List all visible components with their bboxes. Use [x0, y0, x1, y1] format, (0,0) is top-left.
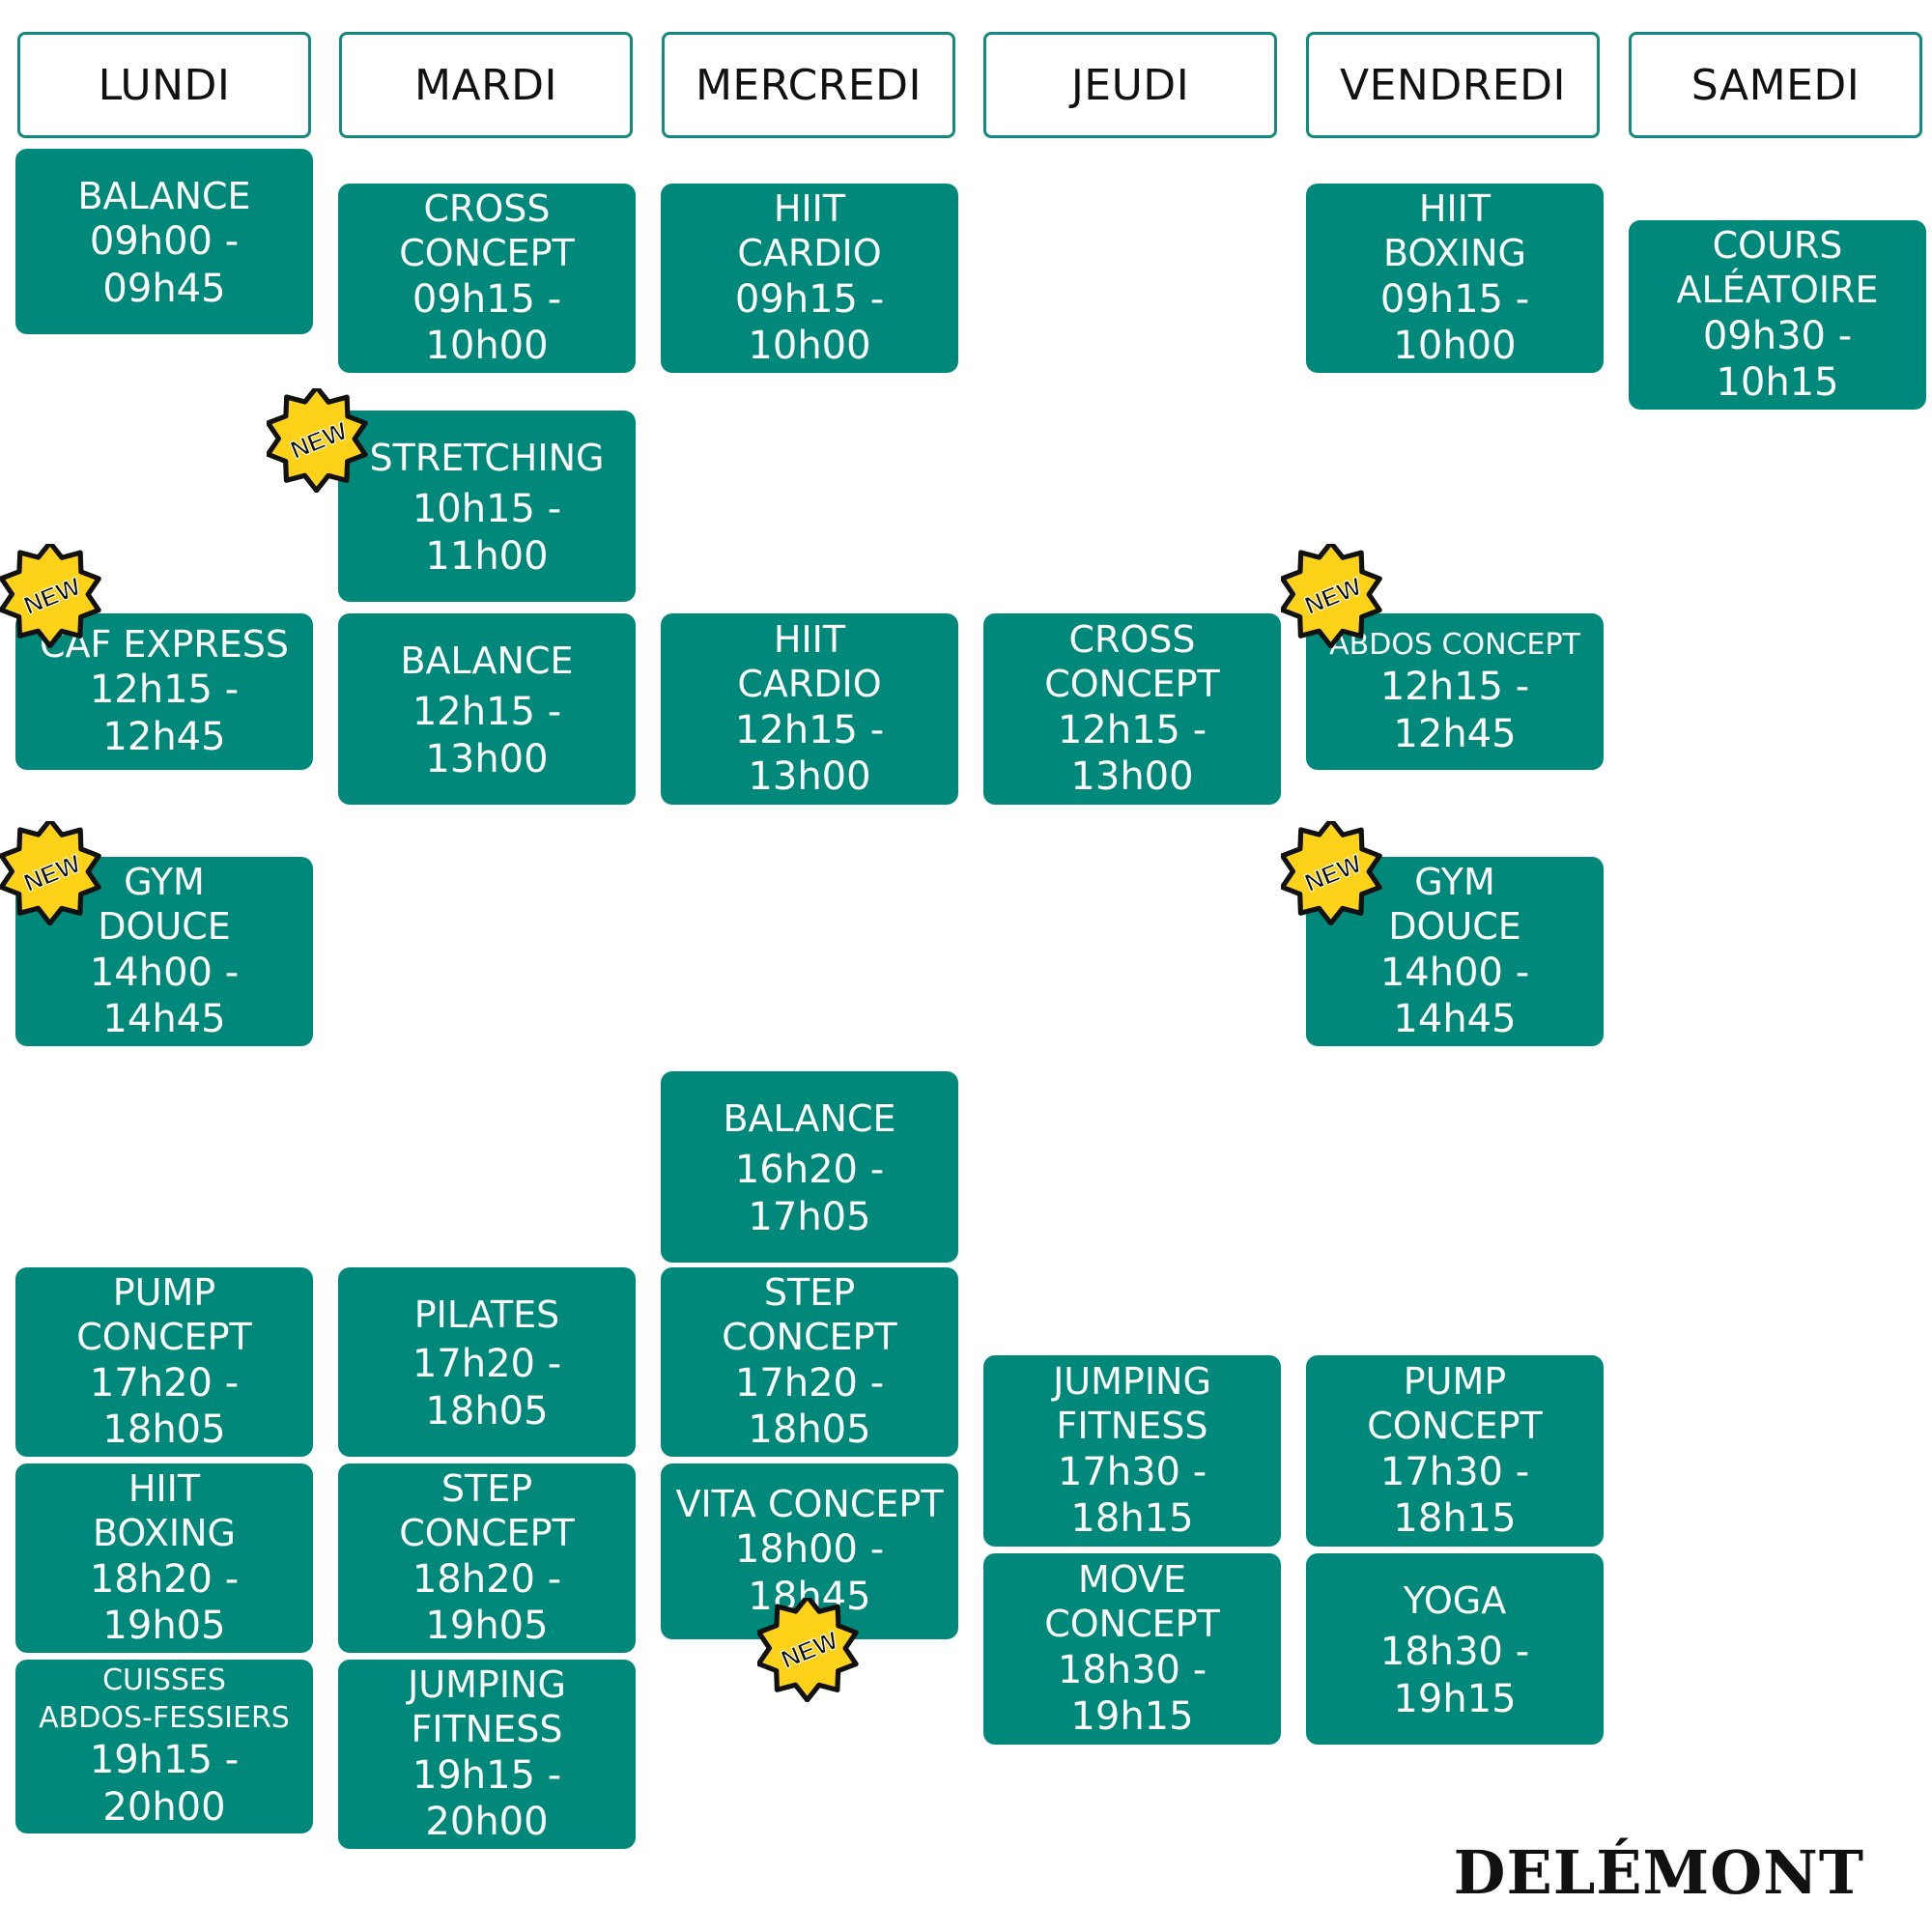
class-time: 17h30 - 18h15 — [1057, 1449, 1208, 1542]
class-name: JUMPING FITNESS — [408, 1662, 566, 1751]
class-name: STRETCHING — [369, 437, 605, 479]
class-time: 18h00 - 18h45 — [734, 1527, 885, 1619]
class-name: BALANCE — [723, 1097, 896, 1140]
class-name: GYM DOUCE — [98, 860, 231, 949]
class-name: JUMPING FITNESS — [1053, 1359, 1211, 1448]
class-card: HIIT BOXING 09h15 - 10h00 — [1306, 184, 1604, 373]
class-card: MOVE CONCEPT 18h30 - 19h15 — [983, 1553, 1281, 1745]
class-card: CAF EXPRESS 12h15 - 12h45 — [15, 613, 313, 770]
class-name: YOGA — [1403, 1579, 1507, 1622]
class-card: HIIT BOXING 18h20 - 19h05 — [15, 1463, 313, 1653]
class-card: JUMPING FITNESS 17h30 - 18h15 — [983, 1355, 1281, 1547]
new-badge-icon: NEW — [757, 1598, 862, 1702]
class-time: 12h15 - 12h45 — [89, 668, 240, 760]
class-name: PUMP CONCEPT — [1367, 1359, 1543, 1448]
class-name: HIIT BOXING — [93, 1466, 236, 1555]
class-name: GYM DOUCE — [1388, 860, 1521, 949]
class-time: 16h20 - 17h05 — [734, 1148, 885, 1240]
class-time: 09h15 - 10h00 — [1379, 276, 1530, 369]
class-card: PUMP CONCEPT 17h20 - 18h05 — [15, 1267, 313, 1457]
class-time: 14h00 - 14h45 — [89, 950, 240, 1042]
class-time: 12h15 - 13h00 — [734, 707, 885, 800]
class-time: 18h30 - 19h15 — [1057, 1647, 1208, 1740]
class-time: 09h15 - 10h00 — [412, 276, 562, 369]
class-card: COURS ALÉATOIRE 09h30 - 10h15 — [1629, 220, 1926, 410]
new-badge-icon: NEW — [1281, 544, 1385, 648]
class-time: 17h20 - 18h05 — [734, 1360, 885, 1453]
class-time: 12h15 - 12h45 — [1379, 664, 1530, 756]
class-name: BALANCE — [400, 639, 574, 682]
class-card: HIIT CARDIO 12h15 - 13h00 — [661, 613, 958, 805]
class-name: HIIT BOXING — [1383, 186, 1526, 275]
class-time: 10h15 - 11h00 — [412, 487, 562, 580]
class-card: ABDOS CONCEPT 12h15 - 12h45 — [1306, 613, 1604, 770]
class-card: PILATES 17h20 - 18h05 — [338, 1267, 636, 1457]
class-time: 18h30 - 19h15 — [1379, 1630, 1530, 1722]
class-name: MOVE CONCEPT — [1044, 1557, 1220, 1646]
class-card: HIIT CARDIO 09h15 - 10h00 — [661, 184, 958, 373]
class-time: 12h15 - 13h00 — [1057, 707, 1208, 800]
brand-logo: DELÉMONT — [1453, 1837, 1864, 1908]
class-name: PILATES — [413, 1293, 560, 1336]
class-card: BALANCE 09h00 - 09h45 — [15, 149, 313, 334]
day-header-mercredi: MERCREDI — [662, 32, 955, 138]
class-time: 18h20 - 19h05 — [412, 1556, 562, 1649]
class-card: YOGA 18h30 - 19h15 — [1306, 1553, 1604, 1745]
class-time: 09h00 - 09h45 — [89, 219, 240, 312]
day-header-vendredi: VENDREDI — [1306, 32, 1600, 138]
class-name: CROSS CONCEPT — [399, 186, 575, 275]
class-card: VITA CONCEPT 18h00 - 18h45 — [661, 1463, 958, 1639]
class-time: 18h20 - 19h05 — [89, 1556, 240, 1649]
class-time: 17h20 - 18h05 — [412, 1342, 562, 1435]
class-card: CROSS CONCEPT 09h15 - 10h00 — [338, 184, 636, 373]
class-card: STRETCHING 10h15 - 11h00 — [338, 411, 636, 602]
new-badge-icon: NEW — [0, 544, 104, 648]
class-name: PUMP CONCEPT — [76, 1270, 252, 1359]
class-time: 19h15 - 20h00 — [412, 1752, 562, 1845]
class-card: CROSS CONCEPT 12h15 - 13h00 — [983, 613, 1281, 805]
class-name: HIIT CARDIO — [737, 186, 882, 275]
class-time: 19h15 - 20h00 — [89, 1738, 240, 1830]
class-time: 12h15 - 13h00 — [412, 690, 562, 782]
class-time: 17h30 - 18h15 — [1379, 1449, 1530, 1542]
class-time: 09h30 - 10h15 — [1702, 313, 1853, 406]
new-badge-icon: NEW — [0, 821, 104, 925]
class-card: CUISSES ABDOS-FESSIERS 19h15 - 20h00 — [15, 1660, 313, 1833]
class-name: CROSS CONCEPT — [1044, 617, 1220, 706]
class-time: 09h15 - 10h00 — [734, 276, 885, 369]
class-card: JUMPING FITNESS 19h15 - 20h00 — [338, 1660, 636, 1849]
class-name: STEP CONCEPT — [399, 1466, 575, 1555]
class-name: STEP CONCEPT — [722, 1270, 897, 1359]
class-card: BALANCE 12h15 - 13h00 — [338, 613, 636, 805]
class-name: VITA CONCEPT — [675, 1483, 944, 1526]
class-card: PUMP CONCEPT 17h30 - 18h15 — [1306, 1355, 1604, 1547]
day-header-samedi: SAMEDI — [1629, 32, 1922, 138]
new-badge-icon: NEW — [267, 388, 371, 493]
class-card: GYM DOUCE 14h00 - 14h45 — [15, 857, 313, 1046]
new-badge-icon: NEW — [1281, 821, 1385, 925]
day-header-jeudi: JEUDI — [983, 32, 1277, 138]
class-name: HIIT CARDIO — [737, 617, 882, 706]
class-card: STEP CONCEPT 18h20 - 19h05 — [338, 1463, 636, 1653]
class-time: 17h20 - 18h05 — [89, 1360, 240, 1453]
class-name: BALANCE — [77, 175, 251, 217]
class-name: CUISSES ABDOS-FESSIERS — [39, 1663, 290, 1736]
class-name: COURS ALÉATOIRE — [1676, 223, 1879, 312]
day-header-mardi: MARDI — [339, 32, 633, 138]
class-card: STEP CONCEPT 17h20 - 18h05 — [661, 1267, 958, 1457]
class-card: BALANCE 16h20 - 17h05 — [661, 1071, 958, 1263]
class-time: 14h00 - 14h45 — [1379, 950, 1530, 1042]
day-header-lundi: LUNDI — [17, 32, 311, 138]
